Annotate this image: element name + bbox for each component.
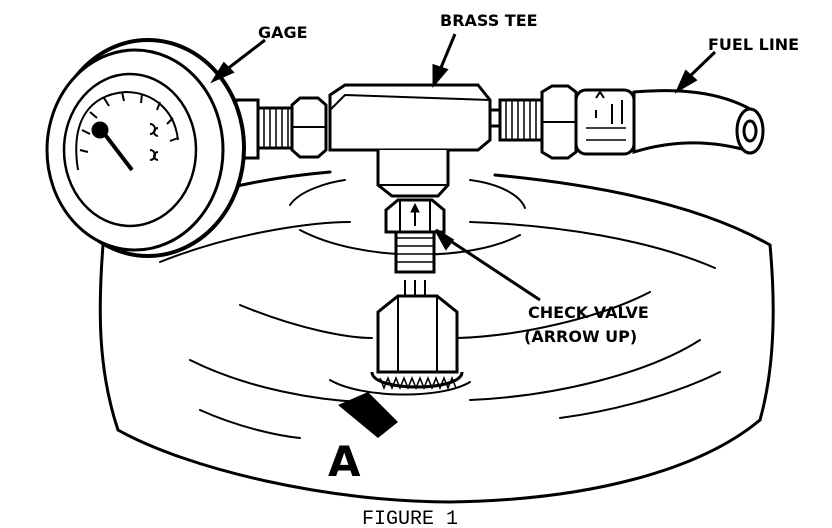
gage-leader (225, 38, 266, 72)
brass-tee-label: BRASS TEE (440, 11, 538, 30)
figure-caption: FIGURE 1 (362, 508, 458, 528)
check-valve-label: CHECK VALVE (528, 303, 649, 322)
fuel-line-leader (686, 50, 717, 80)
brass-tee-leader (438, 33, 457, 71)
fuel-tank (98, 170, 775, 504)
gage-label: GAGE (258, 23, 308, 42)
fuel-line-hose (632, 89, 765, 155)
fuel-line-fitting (488, 84, 636, 160)
fuel-line-label: FUEL LINE (708, 35, 799, 54)
marker-arrow (338, 392, 398, 438)
check-valve-leader (445, 236, 541, 302)
check-valve (384, 198, 446, 274)
tank-fitting (370, 280, 464, 391)
leader-arrows (210, 33, 717, 302)
marker-label: A (328, 437, 361, 486)
arrow-up-label: (ARROW UP) (524, 327, 637, 346)
brass-tee (290, 83, 492, 198)
pressure-gage (45, 38, 246, 258)
